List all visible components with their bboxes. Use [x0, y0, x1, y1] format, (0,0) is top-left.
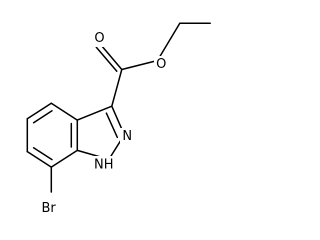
- mask-o-carbonyl: [92, 30, 107, 47]
- atom-n1-hydrogen: H: [104, 157, 114, 172]
- atom-label-layer: O O N NH Br: [37, 30, 169, 217]
- bond-c6-c7-inner: [32, 147, 53, 161]
- mask-n1h: [94, 156, 120, 173]
- bond-c6-c7: [26, 150, 53, 168]
- bond-c7-c7a: [50, 149, 79, 168]
- bond-carbonyl-c-o-inner: [95, 46, 118, 72]
- atom-n2: N: [122, 129, 132, 144]
- bond-c4-c5-inner: [32, 110, 53, 124]
- mask-n2: [120, 128, 135, 145]
- bond-c3-carbonyl-c: [111, 68, 123, 107]
- atom-o-carbonyl: O: [94, 31, 104, 46]
- atom-n1h: NH: [94, 157, 114, 172]
- atom-br: Br: [41, 201, 56, 216]
- bond-layer: [26, 22, 211, 193]
- bond-c3a-c4: [50, 102, 79, 121]
- chemical-structure-drawing: O O N NH Br: [26, 22, 211, 217]
- bond-c3a-c3: [76, 105, 113, 121]
- atom-o-ether: O: [156, 57, 166, 72]
- bond-ether-o-ch2: [156, 22, 181, 62]
- bond-carbonyl-c-ether-o: [121, 59, 159, 71]
- mask-br: [37, 200, 61, 217]
- atom-n1: N: [94, 157, 104, 172]
- bond-c4-c5: [26, 102, 53, 120]
- mask-o-ether: [154, 56, 169, 73]
- bond-c3-n2-inner: [105, 112, 119, 139]
- bond-carbonyl-c-o: [100, 44, 123, 71]
